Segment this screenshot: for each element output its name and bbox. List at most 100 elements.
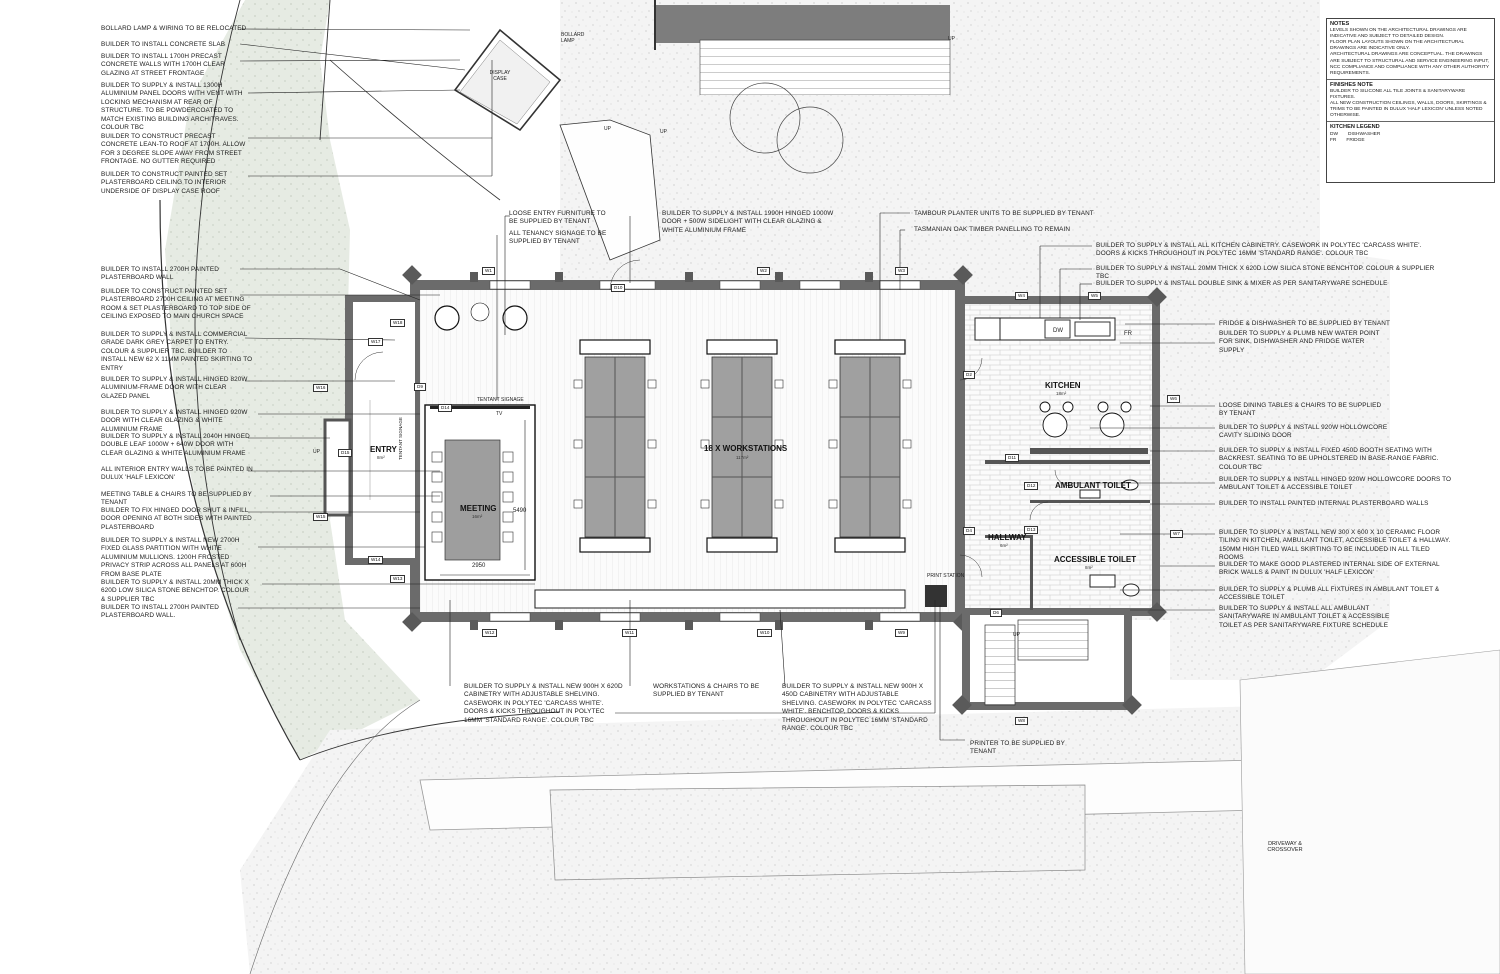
tag-w9: W9: [895, 629, 908, 637]
leader-lines: [238, 28, 1215, 741]
entry-annex: [323, 295, 415, 565]
note-aluminium-doors: BUILDER TO SUPPLY & INSTALL 1300H ALUMIN…: [101, 82, 243, 132]
legend-code-fr: FR: [1330, 137, 1337, 143]
tag-w16: W16: [313, 384, 329, 392]
workstation-clusters: [573, 339, 912, 553]
room-label-workstations: 18 x WORKSTATIONS: [704, 444, 788, 453]
tag-w4: W4: [1015, 292, 1028, 300]
tag-d13: D13: [1024, 526, 1039, 534]
note-double-door: BUILDER TO SUPPLY & INSTALL 2040H HINGED…: [101, 433, 250, 457]
room-area-entry: 8m²: [377, 455, 385, 460]
tag-d9: D9: [414, 383, 426, 391]
service-wing: [962, 287, 1167, 622]
tag-d2: D2: [963, 371, 975, 379]
label-tv: TV: [496, 411, 503, 417]
dimension-width: 2950: [472, 563, 486, 569]
note-meeting-table: MEETING TABLE & CHAIRS TO BE SUPPLIED BY…: [101, 491, 252, 507]
label-fr: FR: [1124, 331, 1132, 337]
note-kitchen-benchtop: BUILDER TO SUPPLY & INSTALL 20MM THICK X…: [1096, 265, 1435, 281]
tag-d10: D10: [611, 284, 626, 292]
label-tenant-signage-vertical: TENTANT SIGNAGE: [398, 417, 403, 460]
legend-code-dw: DW: [1330, 131, 1338, 137]
note-tasmanian-oak: TASMANIAN OAK TIMBER PANELLING TO REMAIN: [914, 226, 1071, 233]
tag-d14: D14: [438, 404, 453, 412]
label-bollard-lamp: BOLLARD LAMP: [561, 32, 585, 44]
note-plasterboard-wall: BUILDER TO INSTALL 2700H PAINTED PLASTER…: [101, 266, 219, 282]
tag-w10: W10: [757, 629, 773, 637]
note-fridge-dishwasher: FRIDGE & DISHWASHER TO BE SUPPLIED BY TE…: [1219, 320, 1390, 327]
note-sanitaryware: BUILDER TO SUPPLY & INSTALL ALL AMBULANT…: [1219, 605, 1390, 629]
existing-wall-top: [655, 5, 950, 43]
note-stone-benchtop: BUILDER TO SUPPLY & INSTALL 20MM THICK X…: [101, 579, 249, 603]
notes-line-1: LEVELS SHOWN ON THE ARCHITECTURAL DRAWIN…: [1330, 28, 1467, 40]
legend-row-dw: DW DISHWASHER: [1330, 132, 1491, 138]
room-label-meeting: MEETING: [460, 504, 497, 513]
note-glass-partition: BUILDER TO SUPPLY & INSTALL NEW 2700H FI…: [101, 537, 247, 578]
tag-d15: D15: [338, 449, 353, 457]
label-up-3: UP: [948, 36, 955, 42]
label-display-case: DISPLAY CASE: [489, 70, 511, 82]
room-area-workstations: 117m²: [736, 455, 749, 460]
kitchen-legend-section: KITCHEN LEGEND DW DISHWASHER FR FRIDGE: [1327, 122, 1494, 145]
label-tenant-signage: TENTANT SIGNAGE: [477, 397, 524, 403]
entry-armchairs: [434, 302, 528, 331]
driveway: [1239, 649, 1500, 974]
note-door-infill: BUILDER TO FIX HINGED DOOR SHUT & INFILL…: [101, 507, 252, 531]
note-kitchen-cabinetry: BUILDER TO SUPPLY & INSTALL ALL KITCHEN …: [1096, 242, 1422, 258]
note-display-ceiling: BUILDER TO CONSTRUCT PAINTED SET PLASTER…: [101, 171, 228, 195]
label-driveway: DRIVEWAY & CROSSOVER: [1267, 841, 1303, 853]
note-brick-walls: BUILDER TO MAKE GOOD PLASTERED INTERNAL …: [1219, 561, 1440, 577]
note-dining-tables: LOOSE DINING TABLES & CHAIRS TO BE SUPPL…: [1219, 402, 1382, 418]
note-booth-seating: BUILDER TO SUPPLY & INSTALL FIXED 450D B…: [1219, 447, 1439, 471]
label-dw: DW: [1053, 328, 1063, 334]
note-900h-450d-cabinetry: BUILDER TO SUPPLY & INSTALL NEW 900H X 4…: [782, 683, 932, 733]
tag-d12: D12: [1024, 482, 1039, 490]
note-tambour-planters: TAMBOUR PLANTER UNITS TO BE SUPPLIED BY …: [914, 210, 1094, 217]
note-floor-tiling: BUILDER TO SUPPLY & INSTALL NEW 300 X 60…: [1219, 529, 1451, 562]
dimension-height: 5490: [513, 508, 527, 514]
notes-section: NOTES LEVELS SHOWN ON THE ARCHITECTURAL …: [1327, 19, 1494, 80]
tag-w6: W6: [1167, 395, 1180, 403]
tag-w13: W13: [390, 575, 406, 583]
finishes-line-1: BUILDER TO SILICONE ALL TILE JOINTS & SA…: [1330, 88, 1466, 101]
kitchen-legend-title: KITCHEN LEGEND: [1330, 124, 1380, 131]
room-area-kitchen: 18m²: [1056, 391, 1067, 396]
tag-d11: D11: [1005, 454, 1020, 462]
note-double-sink: BUILDER TO SUPPLY & INSTALL DOUBLE SINK …: [1096, 280, 1388, 287]
tag-w17: W17: [368, 338, 384, 346]
tag-w7: W7: [1170, 530, 1183, 538]
note-workstations-chairs: WORKSTATIONS & CHAIRS TO BE SUPPLIED BY …: [653, 683, 760, 699]
tag-w3: W3: [895, 267, 908, 275]
note-900h-620d-cabinetry: BUILDER TO SUPPLY & INSTALL NEW 900H X 6…: [464, 683, 623, 724]
note-toilet-fixtures: BUILDER TO SUPPLY & PLUMB ALL FIXTURES I…: [1219, 586, 1440, 602]
legend-row-fr: FR FRIDGE: [1330, 138, 1491, 144]
note-920w-door: BUILDER TO SUPPLY & INSTALL HINGED 920W …: [101, 409, 248, 433]
note-leanto-roof: BUILDER TO CONSTRUCT PRECAST CONCRETE LE…: [101, 133, 246, 166]
note-printer: PRINTER TO BE SUPPLIED BY TENANT: [970, 740, 1065, 756]
existing-steps: [699, 39, 951, 96]
notes-panel: NOTES LEVELS SHOWN ON THE ARCHITECTURAL …: [1326, 18, 1495, 183]
notes-line-2: FLOOR PLAN LAYOUTS SHOWN ON THE ARCHITEC…: [1330, 40, 1464, 52]
note-820w-door: BUILDER TO SUPPLY & INSTALL HINGED 820W …: [101, 376, 248, 400]
note-1990h-door: BUILDER TO SUPPLY & INSTALL 1990H HINGED…: [662, 210, 834, 234]
note-precast-walls: BUILDER TO INSTALL 1700H PRECAST CONCRET…: [101, 53, 225, 77]
room-label-accessible-toilet: ACCESSIBLE TOILET: [1054, 555, 1137, 564]
tag-w1: W1: [482, 267, 495, 275]
legend-label-dw: DISHWASHER: [1348, 131, 1381, 137]
note-concrete-slab: BUILDER TO INSTALL CONCRETE SLAB: [101, 41, 226, 48]
note-entry-paint: ALL INTERIOR ENTRY WALLS TO BE PAINTED I…: [101, 466, 253, 482]
tag-w14: W14: [368, 556, 384, 564]
stair-tower: [952, 615, 1142, 715]
room-label-ambulant-toilet: AMBULANT TOILET: [1055, 481, 1131, 490]
room-area-hallway: 6m²: [1000, 543, 1008, 548]
room-area-meeting: 16m²: [472, 514, 483, 519]
label-up-1: UP: [604, 126, 611, 132]
landscape-area: [165, 0, 420, 760]
note-entry-carpet: BUILDER TO SUPPLY & INSTALL COMMERCIAL G…: [101, 331, 253, 372]
label-print-station: PRINT STATION: [927, 573, 965, 579]
finishes-line-2: ALL NEW CONSTRUCTION CEILINGS, WALLS, DO…: [1330, 101, 1487, 119]
notes-title: NOTES: [1330, 21, 1350, 27]
note-tenancy-signage: ALL TENANCY SIGNAGE TO BE SUPPLIED BY TE…: [509, 230, 607, 246]
tag-d6: D6: [990, 609, 1002, 617]
